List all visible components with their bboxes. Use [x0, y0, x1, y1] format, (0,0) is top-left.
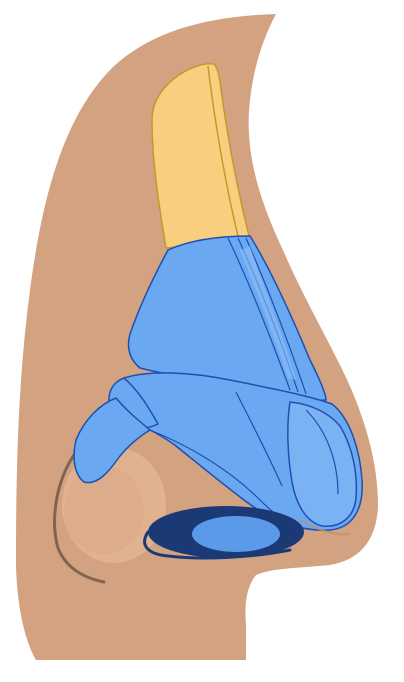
- nasal-bone: [151, 63, 251, 249]
- alar-crease: [53, 450, 106, 584]
- nostril-rim: [143, 530, 292, 560]
- dome-cartilage-inner: [305, 409, 339, 495]
- nasal-bone-edge-line: [207, 65, 239, 237]
- accessory-cartilage: [73, 397, 152, 484]
- septal-highlight: [240, 246, 296, 380]
- nostril-inner: [192, 516, 280, 552]
- septal-cartilage-edge-3: [245, 237, 307, 395]
- dome-cartilage: [287, 401, 358, 527]
- columella-shadow: [299, 519, 351, 536]
- lower-cartilage-fold-2: [235, 391, 283, 487]
- septal-cartilage-edge: [227, 237, 291, 391]
- ala-shadow: [64, 466, 144, 554]
